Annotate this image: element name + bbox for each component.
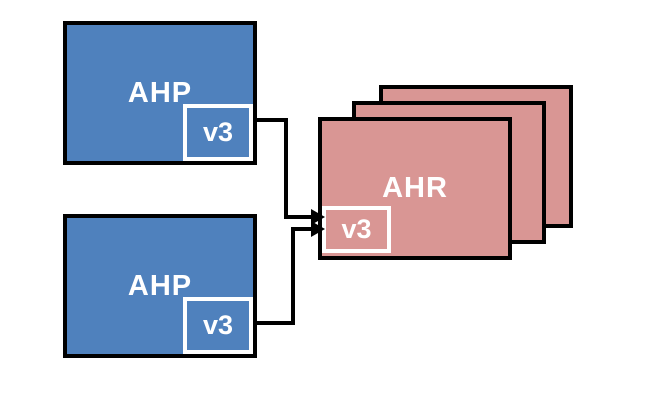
node-ahp-bottom: AHP v3: [63, 214, 257, 358]
node-ahp-top-label: AHP: [127, 76, 193, 109]
node-ahr-version-label: v3: [341, 214, 372, 244]
node-ahr-version-box: v3: [322, 206, 391, 253]
node-ahr-label: AHR: [382, 172, 448, 204]
node-ahp-bottom-label: AHP: [127, 269, 193, 302]
node-ahp-top: AHP v3: [63, 21, 257, 165]
connector-ahp-bottom-to-ahr: [257, 227, 312, 325]
node-ahr: AHR v3: [318, 117, 512, 260]
node-ahp-top-version-box: v3: [183, 104, 253, 161]
node-ahp-bottom-version-label: v3: [202, 310, 234, 340]
node-ahp-top-version-label: v3: [202, 117, 234, 147]
connector-ahp-top-to-ahr: [257, 118, 312, 219]
node-ahp-bottom-version-box: v3: [183, 297, 253, 354]
